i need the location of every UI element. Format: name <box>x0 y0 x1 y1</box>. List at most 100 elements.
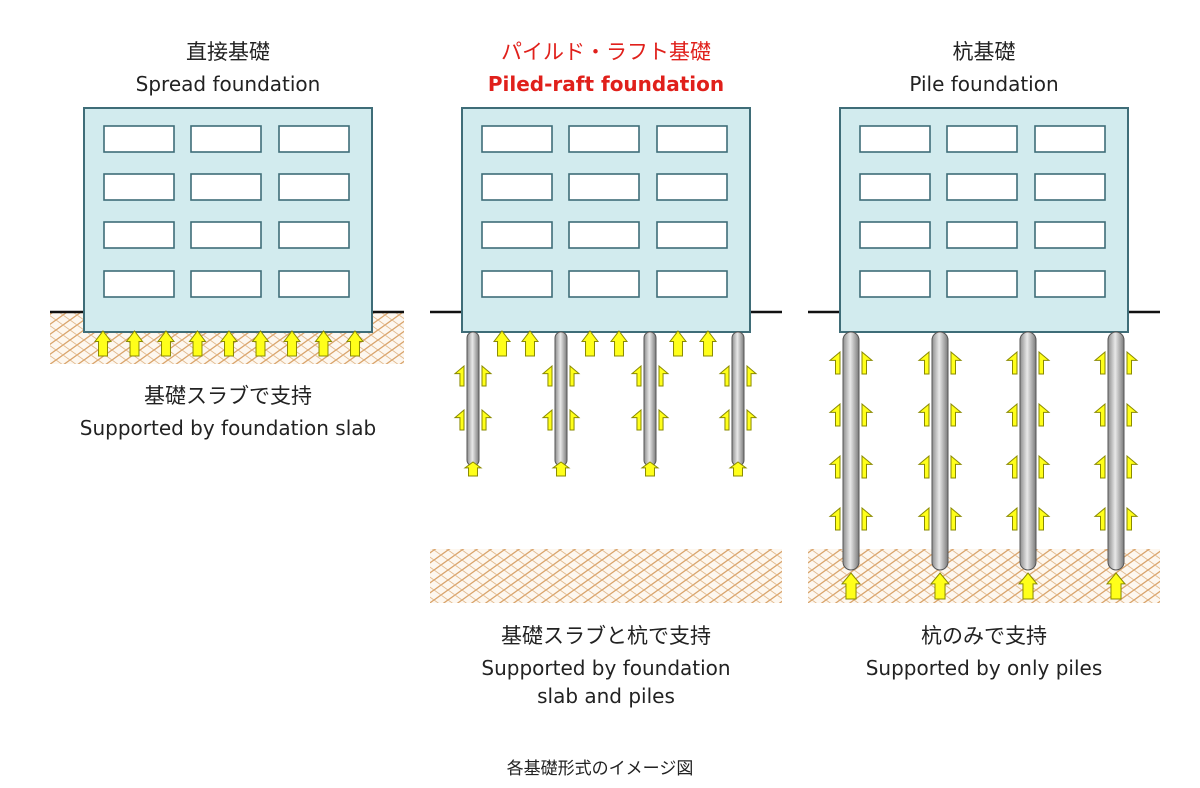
window <box>656 221 728 249</box>
building-windows <box>859 125 1106 298</box>
window <box>946 270 1018 298</box>
up-arrow <box>551 461 571 477</box>
up-arrow <box>609 330 629 357</box>
friction-arrow <box>1126 402 1139 427</box>
up-arrow <box>219 330 239 357</box>
window <box>859 221 931 249</box>
friction-arrow <box>950 402 963 427</box>
window <box>1034 125 1106 153</box>
window <box>103 221 175 249</box>
friction-arrow <box>453 408 465 431</box>
pile <box>842 331 860 571</box>
window <box>190 221 262 249</box>
friction-arrow <box>481 364 493 387</box>
up-arrow <box>463 461 483 477</box>
upward-arrows <box>828 350 1139 600</box>
friction-arrow <box>1126 454 1139 479</box>
window <box>656 125 728 153</box>
friction-arrow <box>630 408 642 431</box>
window <box>481 221 553 249</box>
window <box>859 270 931 298</box>
building-windows <box>103 125 350 298</box>
friction-arrow <box>1005 402 1018 427</box>
window <box>568 125 640 153</box>
window <box>568 270 640 298</box>
window <box>1034 173 1106 201</box>
panel-3-desc-jp: 杭のみで支持 <box>921 624 1047 648</box>
window <box>859 173 931 201</box>
friction-arrow <box>917 506 930 531</box>
up-arrow <box>251 330 270 357</box>
friction-arrow <box>917 454 930 479</box>
window <box>656 270 728 298</box>
pile <box>931 331 949 571</box>
friction-arrow <box>1093 454 1106 479</box>
friction-arrow <box>718 408 730 431</box>
window <box>278 270 350 298</box>
friction-arrow <box>630 364 642 387</box>
friction-arrow <box>453 364 465 387</box>
up-arrow <box>125 330 144 357</box>
panel-1-desc-en: Supported by foundation slab <box>79 416 377 440</box>
friction-arrow <box>950 506 963 531</box>
friction-arrow <box>1093 350 1106 375</box>
pile <box>731 331 745 467</box>
up-arrow <box>698 330 718 357</box>
figure-caption: 各基礎形式のイメージ図 <box>506 759 694 779</box>
up-arrow <box>728 461 748 477</box>
window <box>103 270 175 298</box>
friction-arrow <box>1126 350 1139 375</box>
friction-arrow <box>746 364 758 387</box>
panel-3-title-en: Pile foundation <box>909 72 1059 96</box>
friction-arrow <box>1038 350 1051 375</box>
window <box>946 125 1018 153</box>
window <box>190 270 262 298</box>
friction-arrow <box>1038 506 1051 531</box>
friction-arrow <box>828 506 841 531</box>
friction-arrow <box>1093 506 1106 531</box>
window <box>946 221 1018 249</box>
up-arrow <box>1017 572 1039 600</box>
up-arrow <box>345 330 365 357</box>
window <box>1034 270 1106 298</box>
panel-piled-raft-foundation <box>430 107 782 603</box>
up-arrow <box>492 330 512 357</box>
upward-arrows <box>93 330 365 357</box>
friction-arrow <box>746 408 758 431</box>
window <box>859 125 931 153</box>
pile <box>466 331 480 467</box>
up-arrow <box>156 330 176 357</box>
friction-arrow <box>1005 506 1018 531</box>
up-arrow <box>668 330 688 357</box>
window <box>103 125 175 153</box>
panel-3-desc-en: Supported by only piles <box>865 656 1103 680</box>
window <box>190 125 262 153</box>
ground-soil <box>430 549 782 603</box>
up-arrow <box>314 330 333 357</box>
window <box>568 221 640 249</box>
window <box>103 173 175 201</box>
friction-arrow <box>1038 454 1051 479</box>
friction-arrow <box>828 454 841 479</box>
ground-soil <box>808 549 1160 603</box>
friction-arrow <box>481 408 493 431</box>
friction-arrow <box>861 454 874 479</box>
panel-2-desc-en-line1: Supported by foundation <box>481 656 731 680</box>
panel-spread-foundation <box>50 107 404 364</box>
friction-arrow <box>1005 350 1018 375</box>
up-arrow <box>188 330 207 357</box>
window <box>656 173 728 201</box>
window <box>481 270 553 298</box>
pile <box>1107 331 1125 571</box>
friction-arrow <box>828 350 841 375</box>
up-arrow <box>640 461 660 477</box>
friction-arrow <box>917 402 930 427</box>
pile <box>643 331 657 467</box>
friction-arrow <box>861 402 874 427</box>
window <box>481 173 553 201</box>
window <box>1034 221 1106 249</box>
friction-arrow <box>950 350 963 375</box>
window <box>190 173 262 201</box>
up-arrow <box>929 572 951 600</box>
